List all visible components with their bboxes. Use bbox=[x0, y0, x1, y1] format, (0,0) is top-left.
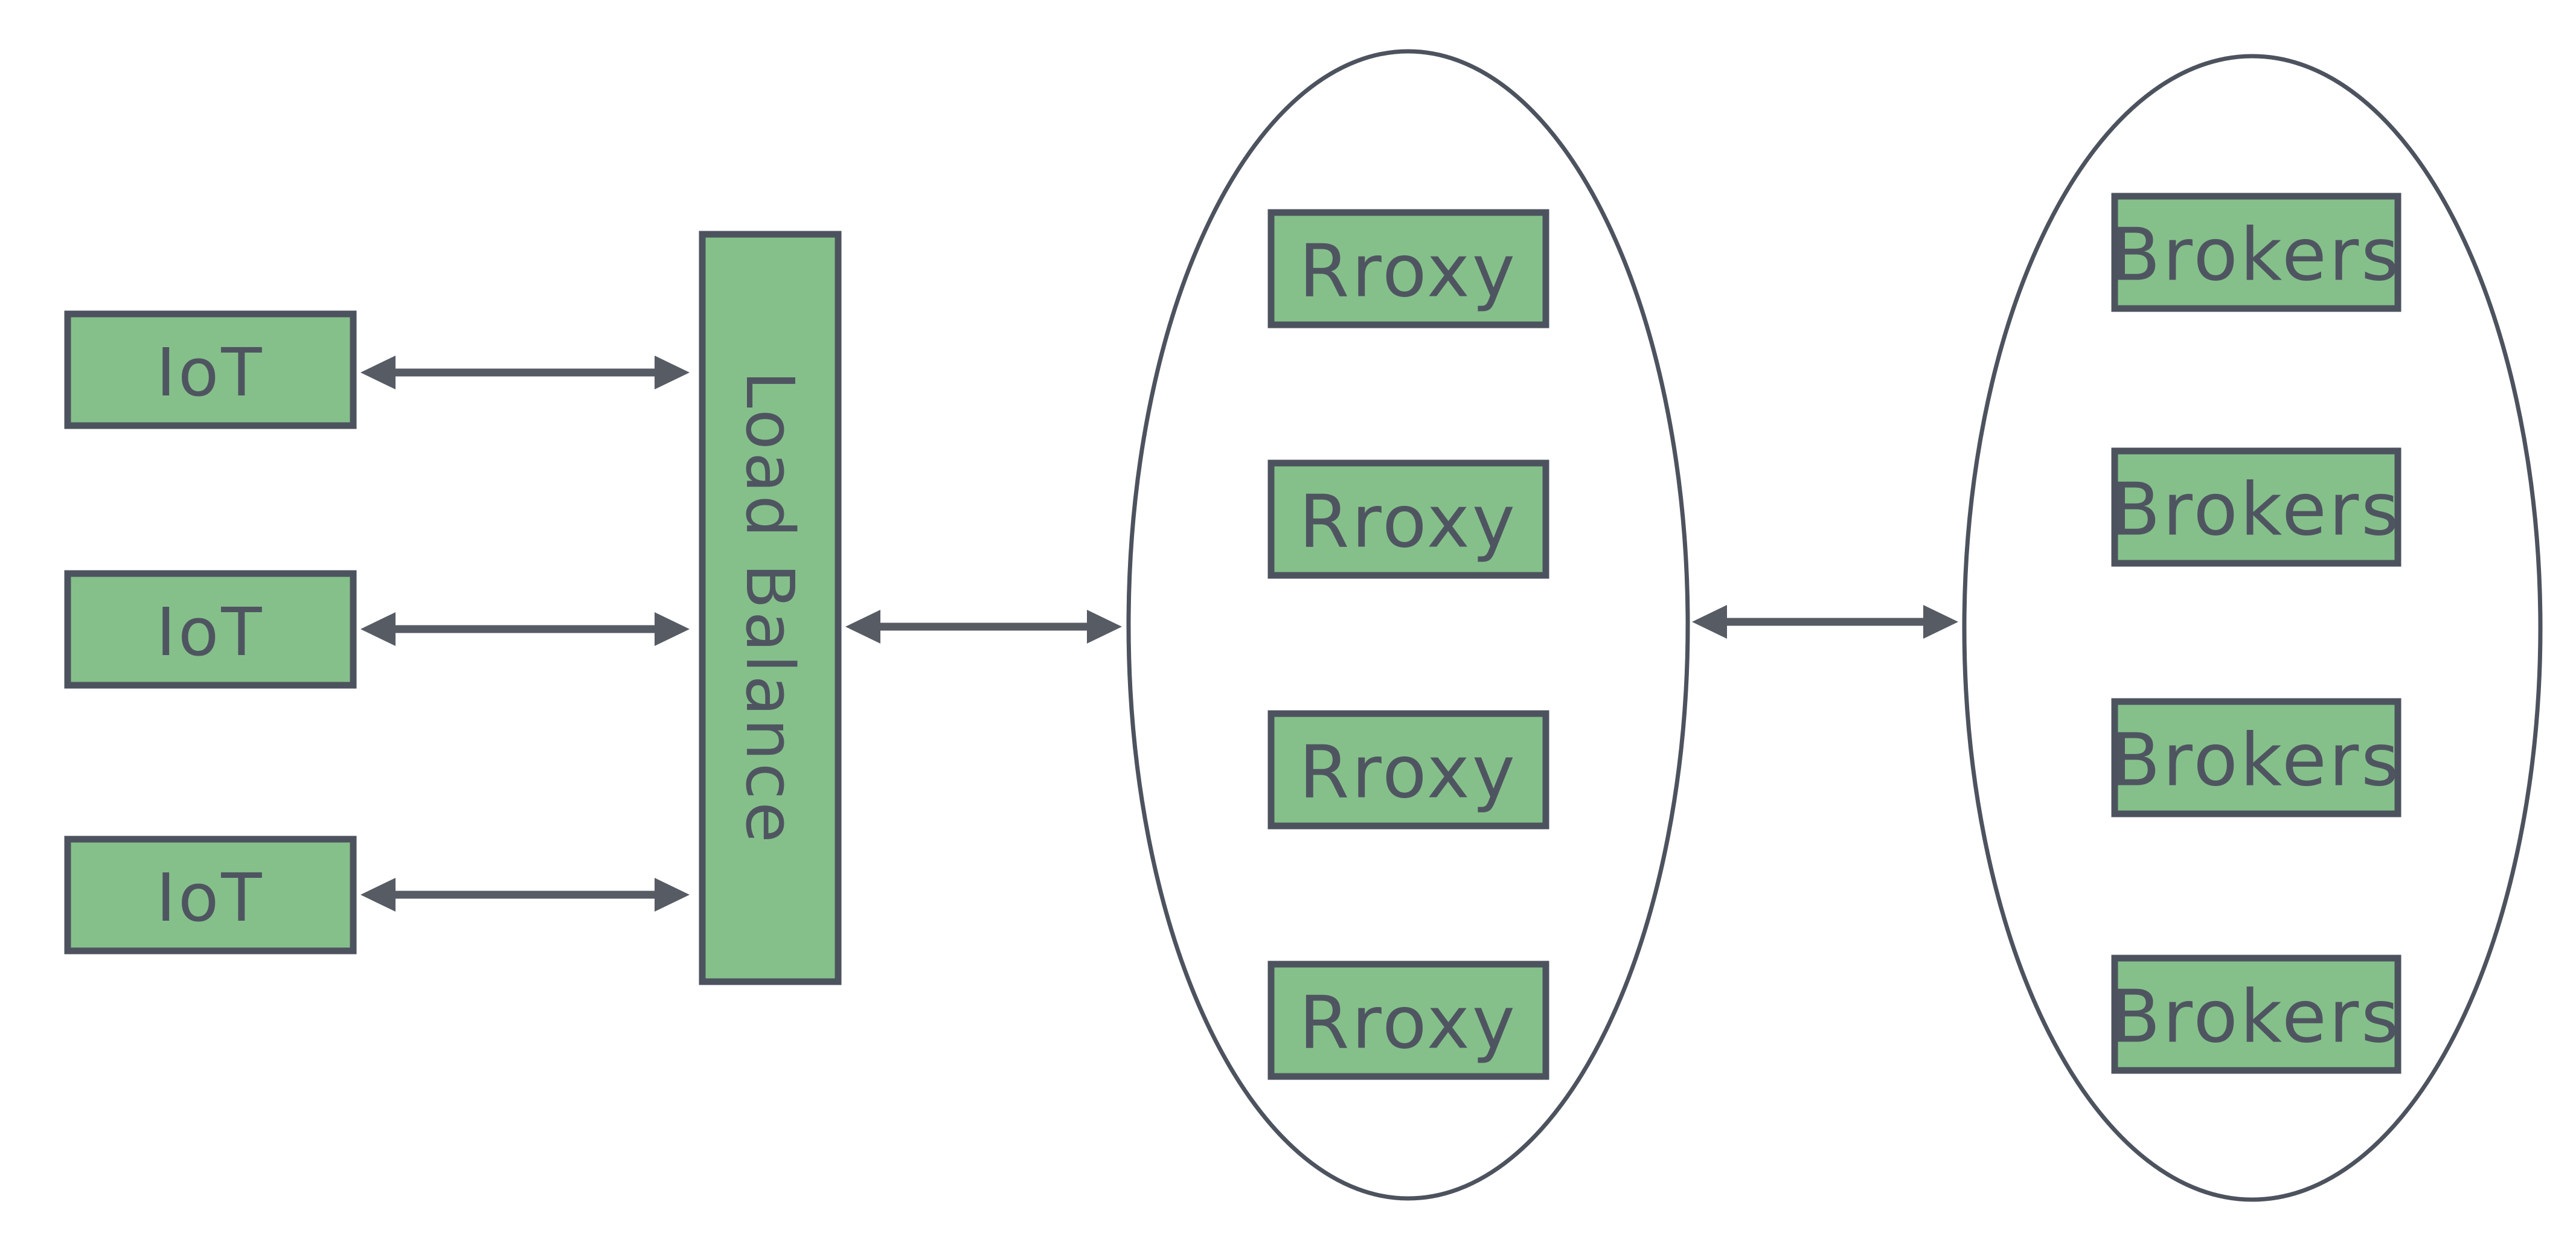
iot-box-2 bbox=[64, 570, 357, 689]
broker-cluster-ellipse bbox=[1962, 54, 2543, 1202]
broker-box-2-label: Brokers bbox=[2110, 469, 2401, 552]
iot-box-1 bbox=[64, 310, 357, 429]
load-balance-label: Load Balance bbox=[731, 371, 809, 845]
proxy-box-2 bbox=[1267, 459, 1549, 579]
iot-nodes: IoT IoT IoT bbox=[64, 310, 357, 955]
arrow-proxy-broker-left-head-icon bbox=[1692, 605, 1727, 639]
arrow-iot3-loadbalance bbox=[360, 878, 690, 912]
arrow-lb-proxy-left-head-icon bbox=[845, 610, 880, 644]
proxy-box-3 bbox=[1267, 710, 1549, 830]
broker-box-4 bbox=[2111, 955, 2401, 1074]
load-balance-box bbox=[699, 231, 842, 985]
proxy-box-2-label: Rroxy bbox=[1299, 481, 1517, 564]
arrow-iot1-loadbalance bbox=[360, 356, 690, 389]
broker-box-2 bbox=[2111, 447, 2401, 567]
broker-box-1 bbox=[2111, 193, 2401, 312]
arrow-proxycluster-brokercluster bbox=[1692, 605, 1958, 639]
broker-box-3 bbox=[2111, 698, 2401, 817]
arrow-lb-proxy-right-head-icon bbox=[1087, 610, 1122, 644]
proxy-box-4 bbox=[1267, 961, 1549, 1080]
arrow-loadbalance-proxycluster bbox=[845, 610, 1122, 644]
arrow-iot3-right-head-icon bbox=[655, 878, 690, 912]
arrow-iot3-left-head-icon bbox=[360, 878, 396, 912]
iot-box-3-label: IoT bbox=[156, 859, 264, 936]
arrow-iot2-loadbalance bbox=[360, 612, 690, 646]
iot-box-2-label: IoT bbox=[156, 593, 264, 671]
iot-box-3 bbox=[64, 836, 357, 955]
proxy-box-4-label: Rroxy bbox=[1299, 982, 1517, 1066]
load-balancer: Load Balance bbox=[699, 231, 842, 985]
iot-box-1-label: IoT bbox=[156, 334, 264, 411]
proxy-cluster-ellipse bbox=[1126, 49, 1690, 1201]
arrow-iot2-right-head-icon bbox=[655, 612, 690, 646]
broker-cluster: Brokers Brokers Brokers Brokers bbox=[2110, 193, 2401, 1074]
proxy-box-1-label: Rroxy bbox=[1299, 230, 1517, 314]
broker-box-1-label: Brokers bbox=[2110, 214, 2401, 298]
broker-box-4-label: Brokers bbox=[2110, 976, 2401, 1060]
arrow-iot1-right-head-icon bbox=[655, 356, 690, 389]
broker-box-3-label: Brokers bbox=[2110, 719, 2401, 803]
connector-arrows bbox=[360, 356, 1958, 912]
proxy-box-1 bbox=[1267, 209, 1549, 328]
arrow-iot2-left-head-icon bbox=[360, 612, 396, 646]
proxy-box-3-label: Rroxy bbox=[1299, 731, 1517, 815]
arrow-iot1-left-head-icon bbox=[360, 356, 396, 389]
arrow-proxy-broker-right-head-icon bbox=[1923, 605, 1958, 639]
proxy-cluster: Rroxy Rroxy Rroxy Rroxy bbox=[1267, 209, 1549, 1080]
